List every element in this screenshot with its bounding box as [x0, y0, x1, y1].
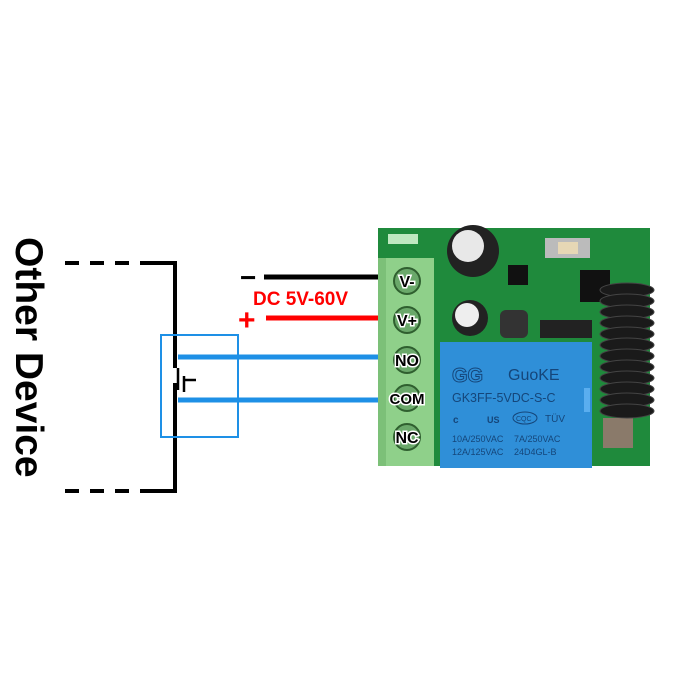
relay-cert-cqc: CQC: [516, 416, 532, 423]
positive-sign: +: [238, 304, 256, 337]
terminal-screw: [393, 346, 421, 374]
relay-brand: GuoKE: [508, 367, 560, 384]
terminal-screw: [393, 423, 421, 451]
terminal-label: COM: [390, 391, 425, 408]
terminal-screws: V- V+ NO COM NC: [388, 267, 426, 451]
terminal-label: V+: [397, 313, 417, 330]
terminal-vpos: V+: [393, 306, 421, 334]
terminal-screw: [393, 267, 421, 295]
relay-cert-c: c: [453, 415, 459, 426]
relay-rating-1a: 10A/250VAC: [452, 434, 504, 444]
diode: [540, 320, 592, 338]
relay-rating-1b: 7A/250VAC: [514, 434, 561, 444]
relay-rating-2a: 12A/125VAC: [452, 447, 504, 457]
switch-highlight-box: [160, 334, 239, 438]
relay-model: GK3FF-5VDC-S-C: [452, 391, 555, 405]
relay-cert-tuv: TÜV: [545, 413, 565, 425]
inductor: [500, 310, 528, 338]
antenna-turn: [599, 403, 655, 419]
terminal-label: V-: [399, 274, 414, 291]
terminal-label: NC: [395, 430, 419, 447]
antenna-coil: [599, 282, 655, 448]
terminal-nc: NC: [393, 423, 421, 451]
switch-symbol: [176, 368, 196, 392]
led-pad: [388, 234, 418, 244]
relay: GG GuoKE GK3FF-5VDC-S-C c US CQC TÜV 10A…: [440, 342, 592, 468]
negative-sign: −: [240, 262, 256, 293]
terminal-no: NO: [393, 346, 421, 374]
relay-rating-2b: 24D4GL-B: [514, 447, 557, 457]
terminal-screw: [393, 306, 421, 334]
other-device-label: Other Device: [7, 237, 50, 478]
terminal-label: NO: [395, 353, 419, 370]
terminal-com: COM: [388, 384, 426, 412]
power-label: DC 5V-60V: [253, 289, 348, 310]
relay-logo: GG: [452, 365, 483, 387]
terminal-vneg: V-: [393, 267, 421, 295]
relay-cert-us: US: [487, 415, 500, 425]
terminal-screw: [393, 384, 421, 412]
